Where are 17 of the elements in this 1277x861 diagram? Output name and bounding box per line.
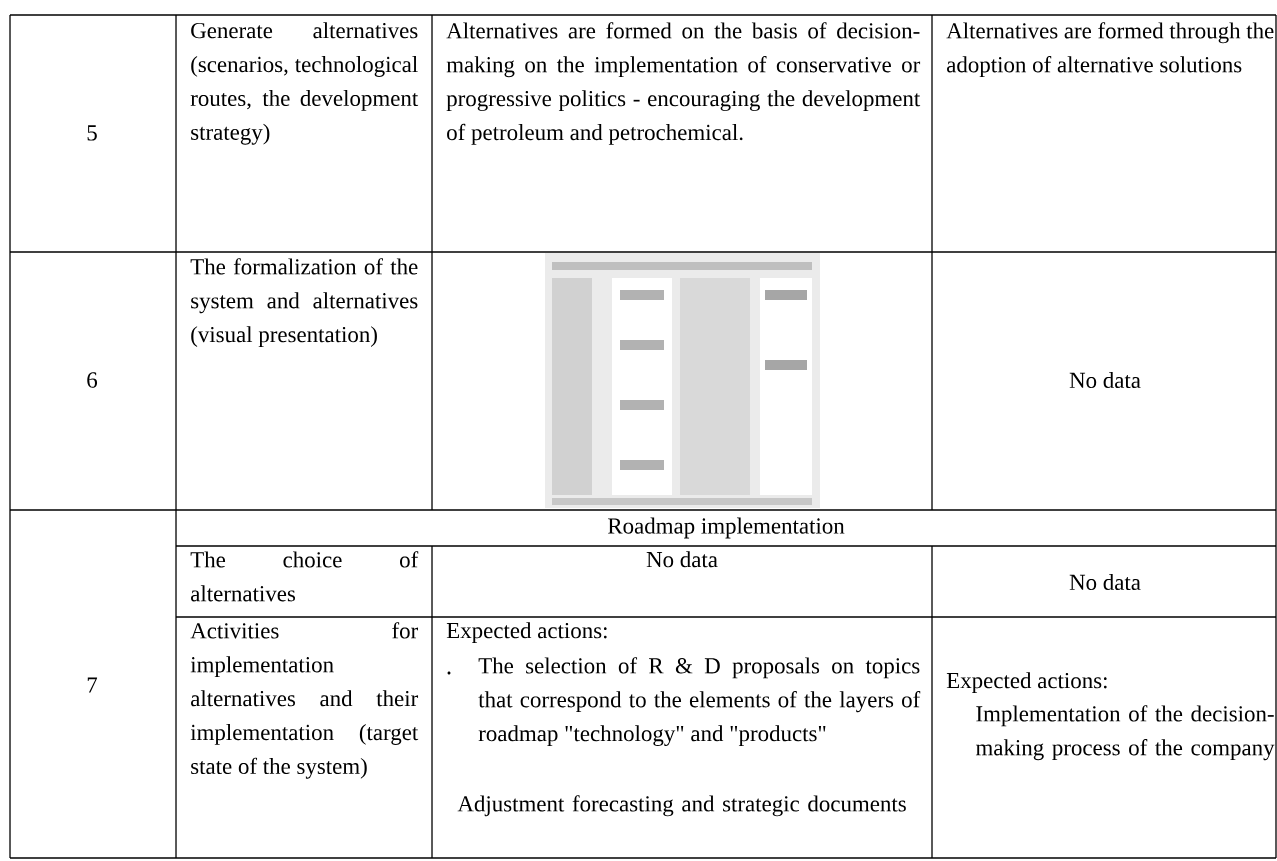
row-number: 6: [87, 372, 98, 388]
cell-text: Adjustment forecasting and strategic documents: [457, 795, 906, 817]
cell-text: The formalization of the system and alternatives (visual presentation): [190, 258, 418, 347]
cell-text: No data: [1069, 371, 1141, 389]
row-number: 7: [87, 677, 98, 693]
row-number: 5: [87, 125, 97, 141]
cell-text: Roadmap implementation: [608, 517, 845, 539]
cell-text: Expected actions:: [446, 622, 607, 643]
list-item: The selection of R & D proposals on topics that correspond to the elements of the layers of roadmap "technology" and "products": [478, 657, 921, 747]
cell-text: Alternatives are formed on the basis of decision-making on the implementation of conservative or progressive politics - encouraging the development of petroleum and petrochemical.: [446, 22, 921, 145]
cell-text: Activities for implementation alternatives and their implementation (target state of the system): [190, 622, 419, 779]
cell-text: Generate alternatives (scenarios, technological routes, the development strategy): [190, 22, 419, 145]
cell-text: No data: [1069, 573, 1141, 591]
cell-text: Expected actions:: [946, 672, 1107, 693]
cell-text: Alternatives are formed through the adoption of alternative solutions: [946, 22, 1274, 78]
cell-text: Implementation of the decision-making process of the company: [975, 705, 1275, 761]
cell-text: No data: [646, 551, 718, 568]
